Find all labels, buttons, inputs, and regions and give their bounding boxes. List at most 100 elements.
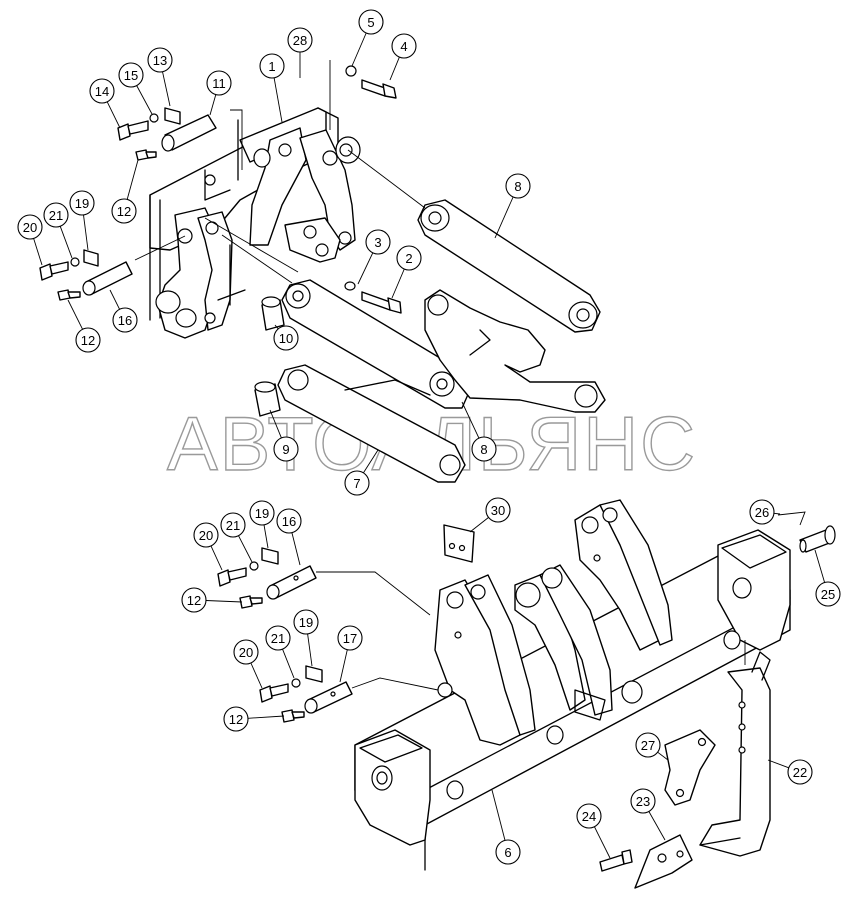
- callout-label: 11: [212, 76, 226, 91]
- callout-circle: [495, 839, 521, 865]
- washer-21b: [249, 561, 259, 571]
- callout-label: 19: [75, 196, 89, 211]
- callout-label: 12: [187, 593, 201, 608]
- callout-circle: [396, 245, 422, 271]
- callout-circle: [112, 307, 138, 333]
- callout-label: 21: [49, 208, 63, 223]
- callout-label: 26: [755, 505, 769, 520]
- bushing-9: [254, 381, 281, 417]
- callout-leader: [83, 214, 89, 251]
- bolt-14: [117, 120, 149, 141]
- callout-circle: [43, 202, 69, 228]
- callout-circle: [273, 436, 299, 462]
- callout-circle: [344, 470, 370, 496]
- callout-circle: [365, 229, 391, 255]
- shank-22: [699, 651, 771, 857]
- callout-circle: [293, 609, 319, 635]
- callout-circle: [17, 214, 43, 240]
- callout-label: 12: [117, 204, 131, 219]
- callout-circle: [118, 62, 144, 88]
- callout-14-7: 14: [89, 78, 121, 129]
- callout-9-18: 9: [269, 409, 299, 462]
- grease-fitting-12a: [135, 149, 157, 161]
- callout-label: 21: [271, 631, 285, 646]
- callout-circle: [815, 581, 841, 607]
- callout-circle: [233, 639, 259, 665]
- callout-label: 24: [582, 809, 596, 824]
- callout-30-21: 30: [469, 497, 511, 533]
- bushing-10: [261, 296, 285, 331]
- callout-circle: [259, 53, 285, 79]
- callout-leader: [282, 648, 295, 679]
- callout-label: 8: [480, 442, 487, 457]
- callout-label: 10: [279, 331, 293, 346]
- callout-label: 19: [299, 615, 313, 630]
- callout-label: 3: [374, 235, 381, 250]
- callout-12-8: 12: [111, 159, 139, 224]
- plate-30: [443, 524, 475, 563]
- callout-leader: [648, 811, 666, 841]
- callout-leader: [247, 715, 285, 719]
- lock-plate-19b: [261, 547, 279, 565]
- callout-19-25: 19: [249, 500, 275, 549]
- callout-leader: [593, 826, 611, 859]
- callout-leader: [274, 324, 279, 330]
- callout-circle: [471, 436, 497, 462]
- callout-label: 15: [124, 68, 138, 83]
- callout-leader: [273, 77, 283, 123]
- callout-circle: [635, 732, 661, 758]
- pin-25: [799, 525, 836, 553]
- callout-17-32: 17: [337, 625, 363, 683]
- bolt-4: [361, 79, 397, 99]
- alignment-lines-lower: [316, 571, 746, 691]
- callout-label: 20: [199, 528, 213, 543]
- callout-leader: [210, 545, 223, 571]
- callout-circle: [75, 327, 101, 353]
- callout-15-5: 15: [118, 62, 153, 115]
- callout-21-11: 21: [43, 202, 73, 259]
- callout-leader: [657, 751, 669, 761]
- callout-19-12: 19: [69, 190, 95, 251]
- callout-leader: [205, 600, 243, 603]
- callout-label: 6: [504, 845, 511, 860]
- callout-circle: [391, 33, 417, 59]
- callout-leader: [250, 662, 263, 689]
- grease-fitting-12d: [281, 709, 305, 723]
- callout-leader: [209, 94, 217, 116]
- callout-label: 7: [353, 476, 360, 491]
- callout-label: 14: [95, 84, 109, 99]
- callout-23-37: 23: [630, 788, 666, 841]
- pin-16a: [82, 261, 133, 296]
- callout-leader: [269, 409, 282, 439]
- callout-label: 8: [514, 179, 521, 194]
- callout-circle: [206, 70, 232, 96]
- callout-circle: [273, 325, 299, 351]
- washer-21c: [291, 678, 301, 688]
- lower-link-assembly: [277, 279, 606, 483]
- grease-fitting-12c: [239, 595, 263, 609]
- bolt-2: [361, 291, 402, 314]
- callout-circle: [69, 190, 95, 216]
- callout-label: 16: [282, 514, 296, 529]
- pin-11: [161, 114, 217, 152]
- callout-20-23: 20: [193, 522, 223, 571]
- callout-label: 27: [641, 738, 655, 753]
- callout-label: 25: [821, 587, 835, 602]
- callout-leader: [126, 159, 139, 200]
- callout-label: 30: [491, 503, 505, 518]
- callout-circle: [787, 759, 813, 785]
- callout-circle: [223, 706, 249, 732]
- washer-5: [345, 65, 357, 77]
- callout-label: 22: [793, 765, 807, 780]
- callout-leader: [106, 101, 121, 129]
- callout-1-1: 1: [259, 53, 285, 123]
- callout-circle: [193, 522, 219, 548]
- bolt-20c: [259, 683, 289, 703]
- callout-leader: [67, 299, 84, 330]
- toolbar-frame-6: [354, 499, 791, 871]
- bolt-24: [599, 849, 633, 872]
- clamp-27: [664, 729, 716, 806]
- pin-16b: [266, 565, 317, 600]
- callout-leader: [461, 401, 480, 439]
